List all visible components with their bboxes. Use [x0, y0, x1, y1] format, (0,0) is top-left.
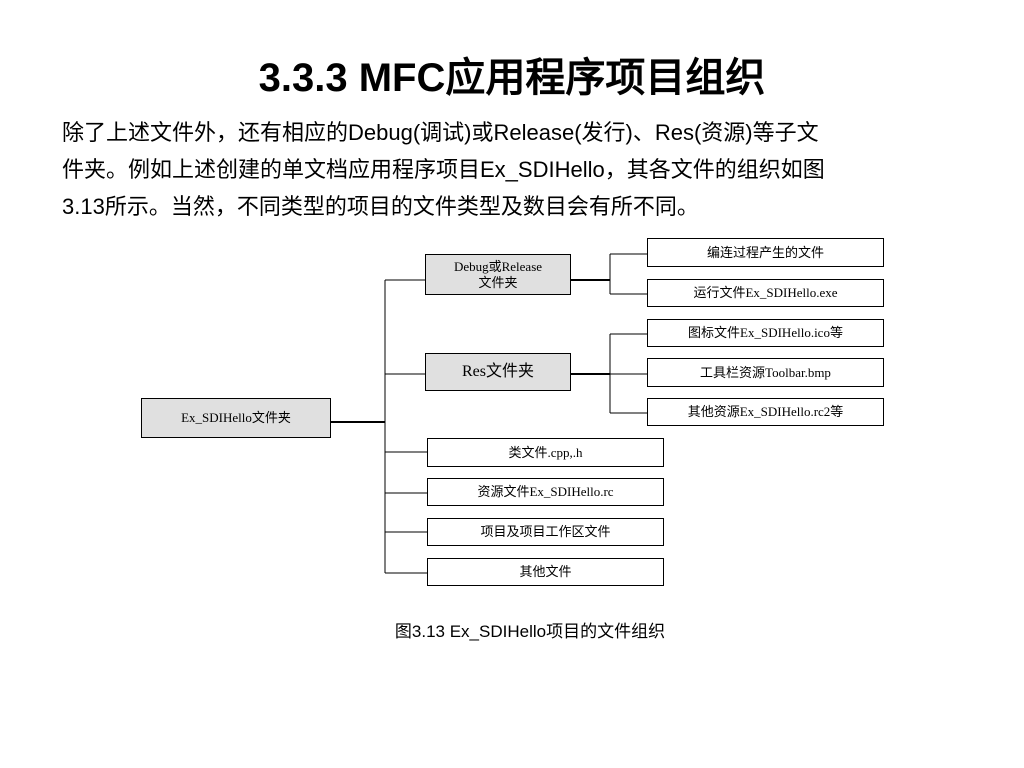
debug-child-label-2: 运行文件Ex_SDIHello.exe — [693, 285, 838, 300]
file-label-2: 资源文件Ex_SDIHello.rc — [477, 484, 614, 499]
debug-child-label-1: 编连过程产生的文件 — [706, 244, 824, 260]
figure-caption: 图3.13 Ex_SDIHello项目的文件组织 — [394, 622, 666, 641]
debug-folder-label-line2: 文件夹 — [478, 274, 518, 290]
file-box-2: 资源文件Ex_SDIHello.rc — [427, 478, 664, 506]
file-box-4: 其他文件 — [427, 558, 664, 586]
debug-folder-box: Debug或Release 文件夹 — [425, 254, 571, 295]
file-label-3: 项目及项目工作区文件 — [480, 524, 611, 539]
file-label-1: 类文件.cpp,.h — [508, 444, 583, 460]
slide-title: 3.3.3 MFC应用程序项目组织 — [258, 56, 766, 100]
res-child-label-3: 其他资源Ex_SDIHello.rc2等 — [687, 404, 844, 419]
body-line-1: 除了上述文件外，还有相应的Debug(调试)或Release(发行)、Res(资… — [62, 120, 819, 145]
file-box-1: 类文件.cpp,.h — [427, 438, 664, 467]
res-child-label-1: 图标文件Ex_SDIHello.ico等 — [688, 325, 843, 340]
root-folder-box: Ex_SDIHello文件夹 — [141, 398, 331, 438]
debug-child-box-1: 编连过程产生的文件 — [647, 238, 884, 267]
body-paragraph: 除了上述文件外，还有相应的Debug(调试)或Release(发行)、Res(资… — [62, 114, 962, 225]
res-folder-box: Res文件夹 — [425, 353, 571, 391]
body-line-2: 件夹。例如上述创建的单文档应用程序项目Ex_SDIHello，其各文件的组织如图 — [62, 157, 825, 182]
debug-folder-label-line1: Debug或Release — [453, 258, 543, 274]
res-folder-label: Res文件夹 — [461, 363, 534, 380]
res-child-box-1: 图标文件Ex_SDIHello.ico等 — [647, 319, 884, 347]
root-folder-label: Ex_SDIHello文件夹 — [181, 410, 291, 425]
file-box-3: 项目及项目工作区文件 — [427, 518, 664, 546]
res-child-box-3: 其他资源Ex_SDIHello.rc2等 — [647, 398, 884, 426]
debug-child-box-2: 运行文件Ex_SDIHello.exe — [647, 279, 884, 307]
res-child-box-2: 工具栏资源Toolbar.bmp — [647, 358, 884, 387]
file-label-4: 其他文件 — [519, 564, 572, 579]
body-line-3: 3.13所示。当然，不同类型的项目的文件类型及数目会有所不同。 — [62, 194, 699, 219]
res-child-label-2: 工具栏资源Toolbar.bmp — [700, 364, 831, 380]
